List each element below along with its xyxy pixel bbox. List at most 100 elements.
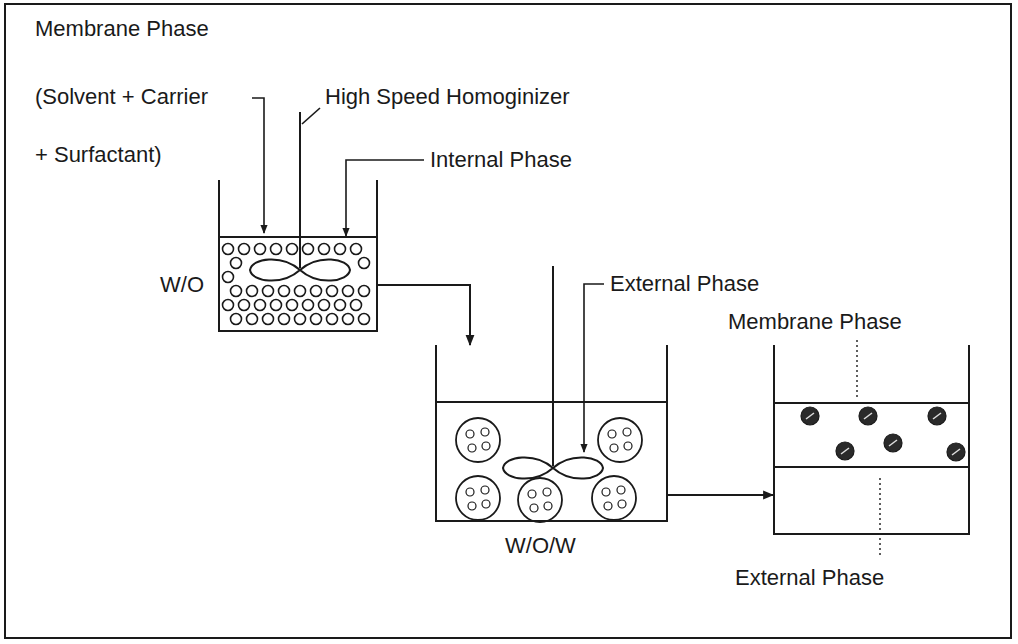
droplet	[836, 442, 854, 460]
droplet	[335, 244, 346, 255]
flow-arrow	[668, 494, 773, 496]
phase-label: External Phase	[735, 565, 884, 591]
droplet	[359, 258, 370, 269]
droplet	[247, 286, 258, 297]
droplet	[295, 314, 306, 325]
frame	[5, 4, 1011, 638]
droplet	[351, 300, 362, 311]
droplet	[928, 407, 946, 425]
droplet	[271, 244, 282, 255]
droplet	[618, 500, 626, 508]
droplet	[231, 286, 242, 297]
phase-label: W/O	[160, 272, 204, 298]
droplet	[604, 502, 612, 510]
emulsion-globules	[456, 418, 642, 522]
droplet	[327, 314, 338, 325]
droplet	[319, 300, 330, 311]
callout-label: External Phase	[610, 271, 759, 297]
globule	[592, 476, 636, 520]
callout-label: High Speed Homoginizer	[325, 84, 570, 110]
droplet-shine	[806, 413, 814, 419]
droplet	[247, 314, 258, 325]
droplet	[271, 300, 282, 311]
droplet	[617, 486, 625, 494]
droplet	[311, 314, 322, 325]
droplet	[279, 314, 290, 325]
droplet	[343, 314, 354, 325]
droplet-shine	[864, 413, 872, 419]
droplet	[263, 314, 274, 325]
beaker: W/O/W	[435, 345, 668, 522]
beaker: Membrane PhaseExternal Phase	[773, 345, 970, 535]
leader-line	[302, 108, 320, 124]
droplet	[279, 286, 290, 297]
droplet	[602, 488, 610, 496]
beaker: W/O	[218, 180, 378, 332]
droplet	[884, 434, 902, 452]
leader-line	[346, 160, 424, 236]
droplet	[481, 486, 489, 494]
droplet	[530, 504, 538, 512]
droplet	[624, 442, 632, 450]
flow-arrow	[378, 285, 470, 345]
leader-line	[252, 98, 264, 233]
phase-boundary	[773, 466, 970, 468]
droplet-shine	[952, 449, 960, 455]
droplet	[231, 314, 242, 325]
impeller	[250, 259, 350, 280]
phase-label: W/O/W	[505, 533, 576, 559]
beaker-outline	[435, 345, 668, 522]
globule	[518, 478, 562, 522]
droplet	[543, 488, 551, 496]
globule	[598, 418, 642, 462]
homogenizer-shaft	[552, 266, 554, 466]
droplet	[303, 300, 314, 311]
droplet	[623, 428, 631, 436]
droplet	[239, 244, 250, 255]
droplet	[528, 490, 536, 498]
droplet	[327, 286, 338, 297]
droplet	[544, 502, 552, 510]
droplet	[482, 500, 490, 508]
leader-line	[856, 340, 857, 400]
droplet	[319, 244, 330, 255]
droplet	[287, 300, 298, 311]
droplet	[223, 244, 234, 255]
beaker-wall	[436, 345, 667, 521]
droplet	[255, 244, 266, 255]
liquid-surface	[435, 401, 668, 403]
droplet	[263, 286, 274, 297]
droplet	[343, 286, 354, 297]
droplet	[610, 444, 618, 452]
phase-label: Membrane Phase	[728, 309, 902, 335]
globule	[456, 476, 500, 520]
droplet	[359, 286, 370, 297]
droplet	[223, 272, 234, 283]
droplet	[947, 443, 965, 461]
droplet	[231, 258, 242, 269]
beaker-wall	[774, 345, 969, 534]
homogenizer-shaft	[299, 112, 301, 268]
separated-droplets	[801, 407, 965, 461]
droplet	[466, 488, 474, 496]
beaker-outline	[773, 345, 970, 535]
droplet	[482, 442, 490, 450]
droplet	[223, 300, 234, 311]
callout-label: (Solvent + Carrier	[35, 84, 208, 110]
droplet-shine	[933, 413, 941, 419]
droplet	[311, 286, 322, 297]
liquid-surface	[218, 236, 378, 238]
droplet	[335, 300, 346, 311]
droplet-shine	[841, 448, 849, 454]
droplet	[295, 286, 306, 297]
internal-droplets	[223, 244, 370, 325]
droplet	[287, 244, 298, 255]
callout-label: Internal Phase	[430, 147, 572, 173]
beaker-outline	[218, 180, 378, 332]
droplet	[859, 407, 877, 425]
droplet	[359, 314, 370, 325]
droplet-shine	[889, 440, 897, 446]
leader-line	[879, 478, 880, 558]
droplet	[481, 428, 489, 436]
droplet	[303, 244, 314, 255]
